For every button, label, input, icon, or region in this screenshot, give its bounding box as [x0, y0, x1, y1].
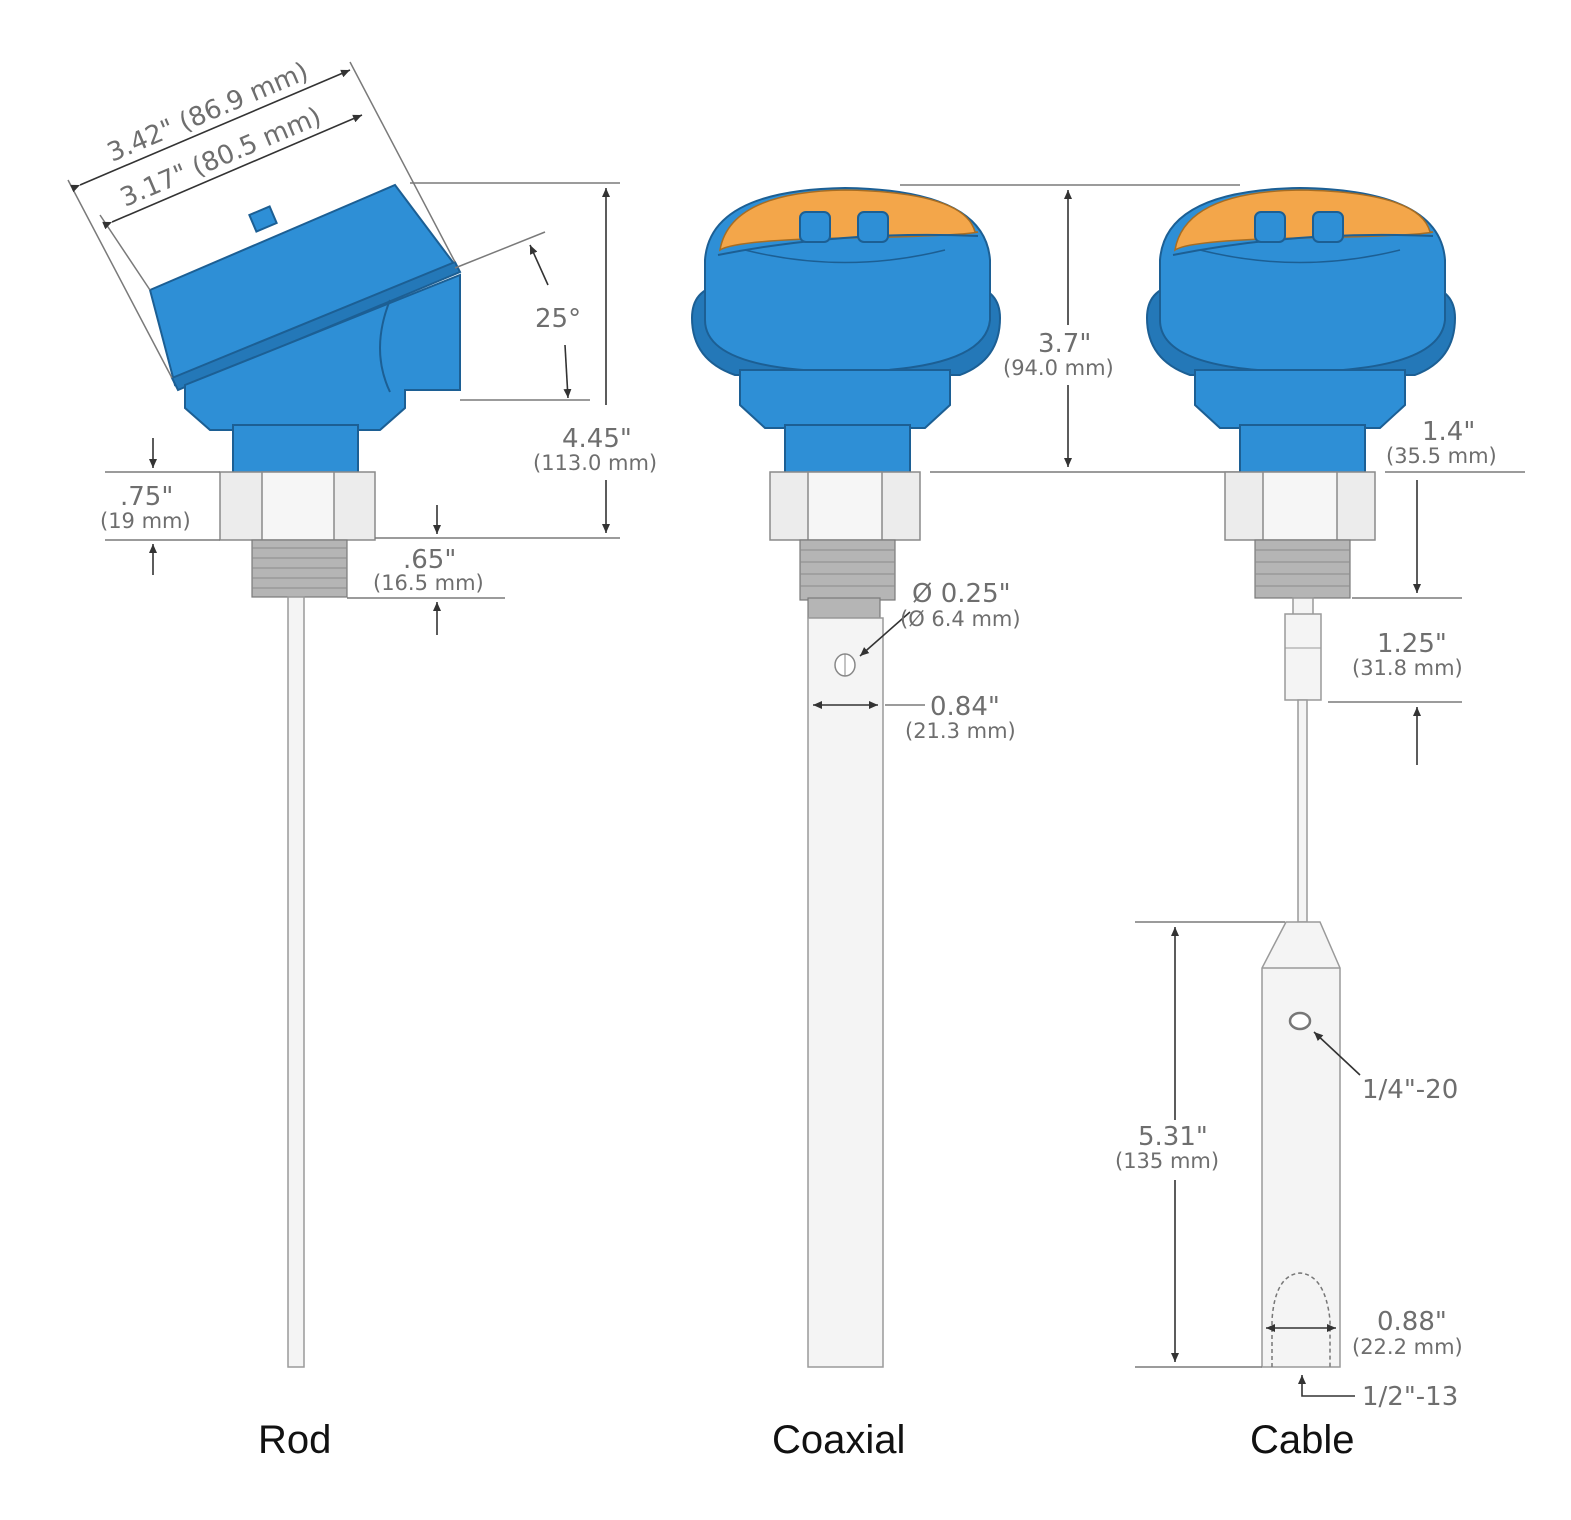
rod-shaft: [287, 596, 305, 1368]
cable-upper-sub-text: (35.5 mm): [1386, 444, 1497, 468]
coaxial-height-dimension: 3.7" (94.0 mm): [900, 184, 1240, 473]
rod-housing: [148, 183, 462, 476]
rod-height-text: 4.45": [562, 424, 632, 454]
coaxial-tube-text: 0.84": [930, 692, 1000, 722]
cable-eye-bolt-hole: [1288, 1011, 1312, 1031]
rod-thread-sub-text: (16.5 mm): [373, 571, 484, 595]
cable-probe: 1.4" (35.5 mm) 1.25" (31.8 mm) 5.31" (13…: [1115, 186, 1525, 1462]
coaxial-tube: [807, 617, 884, 1368]
coaxial-height-text: 3.7": [1038, 329, 1091, 359]
rod-thread: [251, 539, 348, 598]
rod-label: Rod: [258, 1418, 331, 1462]
cable-weight-length-dimension: 5.31" (135 mm): [1115, 921, 1285, 1368]
cable-label: Cable: [1250, 1418, 1355, 1462]
coaxial-tube-dimension: 0.84" (21.3 mm): [813, 692, 1016, 743]
rod-hex-nut: [219, 471, 376, 541]
coaxial-housing: [690, 186, 1002, 476]
rod-thread-text: .65": [403, 545, 456, 575]
cable-connector-sub-text: (31.8 mm): [1352, 656, 1463, 680]
cable-eye-thread-dimension: 1/4"-20: [1313, 1031, 1458, 1105]
coaxial-tube-sub-text: (21.3 mm): [905, 719, 1016, 743]
cable-eye-thread-text: 1/4"-20: [1362, 1075, 1458, 1105]
cable-bottom-thread-dimension: 1/2"-13: [1298, 1375, 1458, 1412]
coaxial-hex-nut: [769, 471, 921, 541]
cable-upper-dimension: 1.4" (35.5 mm): [1385, 417, 1525, 473]
cable-weight-length-text: 5.31": [1138, 1122, 1208, 1152]
cable-connector-text: 1.25": [1377, 629, 1447, 659]
rod-hex-text: .75": [120, 482, 173, 512]
cable-thread: [1254, 539, 1351, 599]
rod-probe: 3.42" (86.9 mm) 3.17" (80.5 mm) 25° 4.45…: [67, 57, 657, 1462]
cable-connector: [1284, 597, 1322, 701]
rod-thread-dimension: .65" (16.5 mm): [347, 505, 505, 635]
coaxial-thread: [799, 539, 896, 619]
cable-weight-length-sub-text: (135 mm): [1115, 1149, 1219, 1173]
cable-connector-dimension: 1.25" (31.8 mm): [1328, 480, 1463, 765]
rod-height-dimension: 4.45" (113.0 mm): [375, 182, 657, 539]
rod-hex-dimension: .75" (19 mm): [100, 438, 220, 575]
coaxial-hole-text: Ø 0.25": [912, 579, 1011, 609]
rod-hex-sub-text: (19 mm): [100, 509, 191, 533]
cable-hex-nut: [1224, 471, 1376, 541]
cable-housing: [1145, 186, 1457, 476]
coaxial-height-sub-text: (94.0 mm): [1003, 356, 1114, 380]
coaxial-label: Coaxial: [772, 1418, 905, 1462]
cable-bottom-thread-text: 1/2"-13: [1362, 1382, 1458, 1412]
rod-height-sub-text: (113.0 mm): [533, 451, 657, 475]
cable-weight-diameter-sub-text: (22.2 mm): [1352, 1335, 1463, 1359]
cable-wire: [1297, 699, 1308, 923]
rod-angle-text: 25°: [535, 304, 581, 334]
coaxial-hole-sub-text: (Ø 6.4 mm): [900, 607, 1021, 631]
cable-upper-text: 1.4": [1422, 417, 1475, 447]
coaxial-hole-dimension: Ø 0.25" (Ø 6.4 mm): [859, 579, 1021, 657]
cable-weight: [1261, 921, 1341, 1368]
coaxial-probe: 3.7" (94.0 mm) Ø 0.25" (Ø 6.4 mm) 0.84" …: [690, 184, 1240, 1462]
rod-angle-dimension: 25°: [454, 231, 590, 401]
cable-weight-diameter-dimension: 0.88" (22.2 mm): [1266, 1307, 1463, 1359]
cable-weight-diameter-text: 0.88": [1377, 1307, 1447, 1337]
